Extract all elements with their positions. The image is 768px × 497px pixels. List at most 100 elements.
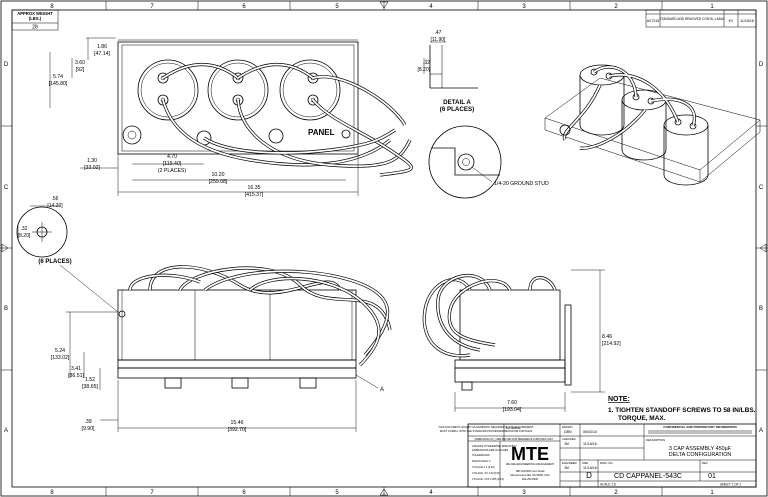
dim-119-40: [119.40] xyxy=(163,161,182,167)
size-label: SIZE xyxy=(582,461,588,465)
dim-259-08: [259.08] xyxy=(209,179,228,185)
tolerance-heading: UNLESS OTHERWISE SPECIFIED xyxy=(472,444,516,448)
hole-dim-14-20: [14.20] xyxy=(47,203,63,209)
description-line-2: DELTA CONFIGURATION xyxy=(669,452,732,458)
material-label: MATERIAL xyxy=(506,426,521,430)
front-view-dimensions: 5.24 [133.02] 3.41 [86.51] 1.52 [38.65] … xyxy=(51,311,357,433)
detail-a-dim-47: .47 xyxy=(435,30,442,36)
hole-dim-32: .32 xyxy=(21,226,28,232)
tolerance-line-5: X PLACE .XX ±.03 [0.8] xyxy=(472,471,500,475)
tolerance-line-3: FRACTIONAL ± xyxy=(472,459,491,463)
col-label-6-bottom: 6 xyxy=(242,490,246,496)
row-label-d: D xyxy=(4,62,9,68)
zone-labels: 8 7 6 5 4 3 2 1 8 7 6 5 4 3 2 1 D C B A … xyxy=(4,4,764,496)
title-block: THIS DOCUMENT, EXCEPT AS HEREWITH REQUIR… xyxy=(439,423,757,488)
description-label: DESCRIPTION xyxy=(646,438,665,442)
approx-weight-value: 28 xyxy=(32,25,38,31)
front-view-cables xyxy=(128,265,392,367)
dim-9-90: [9.90] xyxy=(82,426,96,432)
panel-label: PANEL xyxy=(308,128,335,137)
address-line-2: Menomonee Falls, WI 53051 USA xyxy=(510,473,549,477)
dim-1-30: 1.30 xyxy=(87,158,97,164)
logo-text: MTE xyxy=(511,444,549,464)
detail-a-dim-32: .32 xyxy=(423,60,430,66)
row-label-a-right: A xyxy=(759,428,763,434)
address-line-1: N83 W13330 Leon Road xyxy=(516,469,545,473)
revision-by: EV xyxy=(729,19,734,23)
dim-5-24: 5.24 xyxy=(55,348,65,354)
dim-15-46: 15.46 xyxy=(231,420,244,426)
dwg-no-label: DWG. NO. xyxy=(600,461,614,465)
note-line-2: TORQUE, MAX. xyxy=(618,415,666,422)
size-value: D xyxy=(586,471,592,480)
engineer-label: ENGINEER xyxy=(562,461,577,465)
tolerance-line-6: 3 PLACE .XXX ±.005 [0.13] xyxy=(472,477,504,481)
note-line-1: 1. TIGHTEN STANDOFF SCREWS TO 58 IN/LBS. xyxy=(608,407,756,414)
rev-value: 01 xyxy=(708,473,716,480)
dim-39: .39 xyxy=(84,419,91,425)
dwg-no-value: CD CAPPANEL-543C xyxy=(614,473,682,480)
col-label-5-bottom: 5 xyxy=(335,490,339,496)
rev-label: REV xyxy=(702,461,708,465)
hole-detail: .56 [14.20] .32 [8.20] (6 PLACES) xyxy=(16,196,119,313)
ground-stud-note: 1/4-20 GROUND STUD xyxy=(494,181,549,187)
legal-line-3: DIMENSIONS IN ( ) ARE MM AND FOR REFEREN… xyxy=(475,438,554,441)
dim-3-41: 3.41 xyxy=(71,366,81,372)
revision-date: 11/18/16 xyxy=(740,19,754,23)
col-label-7: 7 xyxy=(150,4,154,10)
dim-86-51: [86.51] xyxy=(68,373,84,379)
dim-133-02: [133.02] xyxy=(51,355,70,361)
notes: NOTE: 1. TIGHTEN STANDOFF SCREWS TO 58 I… xyxy=(608,396,756,422)
checked-date: 11/18/16 xyxy=(583,442,597,446)
iso-capacitor-3 xyxy=(663,114,709,186)
col-label-8: 8 xyxy=(50,4,54,10)
col-label-5: 5 xyxy=(335,4,339,10)
front-view: A 5.24 [133.02] 3.41 [86.51] 1.52 [38.65… xyxy=(51,265,392,433)
isometric-view xyxy=(544,64,761,186)
approx-weight-box: APPROX WEIGHT (LBS.) 28 xyxy=(11,9,59,31)
approx-weight-unit: (LBS.) xyxy=(29,16,42,21)
col-label-6: 6 xyxy=(242,4,246,10)
drawn-label: DRAWN xyxy=(562,425,572,429)
sheet-value: SHEET 1 OF 1 xyxy=(720,483,741,487)
checked-by: JM xyxy=(564,442,569,446)
dim-214-92: [214.92] xyxy=(602,341,621,347)
col-label-2-bottom: 2 xyxy=(614,490,618,496)
side-view: 8.46 [214.92] 7.60 [193.04] xyxy=(422,269,621,413)
col-label-3: 3 xyxy=(522,4,526,10)
detail-a: .47 [11.90] .32 [8.20] DETAIL A (6 PLACE… xyxy=(417,30,549,199)
row-label-d-right: D xyxy=(759,62,764,68)
revision-description: STANDARD AND REMOVED CONTA. LABLE xyxy=(659,17,724,21)
dim-145-80: [145.80] xyxy=(49,81,68,87)
col-label-8-bottom: 8 xyxy=(50,490,54,496)
row-label-a: A xyxy=(4,428,8,434)
drawn-date: 06/03/10 xyxy=(583,430,597,434)
dim-193-04: [193.04] xyxy=(503,407,522,413)
engineer-date: 11/18/16 xyxy=(583,466,597,470)
callout-a: A xyxy=(380,387,384,393)
col-label-2: 2 xyxy=(614,4,618,10)
dim-7-60: 7.60 xyxy=(507,400,517,406)
dim-2-places: (2 PLACES) xyxy=(158,168,187,174)
top-view-dimensions: 1.86 [47.14] 3.60 [92] 5.74 [145.80] 1.3… xyxy=(49,37,359,198)
revision-number: A07315 xyxy=(647,19,659,23)
logo-subtitle: WE ARE ENGINEERING MANAGEMENT xyxy=(506,462,555,466)
detail-a-dim-8-20: [8.20] xyxy=(417,67,430,73)
col-label-4-bottom: 4 xyxy=(429,490,433,496)
dim-5-74: 5.74 xyxy=(53,74,63,80)
tolerance-line-4: X PLACE ±.1 [2.54] xyxy=(472,465,495,469)
checked-label: CHECKED xyxy=(562,437,576,441)
top-view-cables xyxy=(161,62,413,177)
scale-value: SCALE 1:6 xyxy=(600,483,616,487)
dim-392-70: [392.70] xyxy=(228,427,247,433)
hole-six-places: (6 PLACES) xyxy=(38,259,71,265)
description-line-1: 3 CAP ASSEMBLY 450µF xyxy=(669,446,732,452)
dim-16-35: 16.35 xyxy=(248,185,261,191)
capacitor-2 xyxy=(207,59,269,121)
row-label-c-right: C xyxy=(759,185,764,191)
note-heading: NOTE: xyxy=(608,396,630,403)
dim-92: [92] xyxy=(76,67,85,73)
col-label-7-bottom: 7 xyxy=(150,490,154,496)
detail-a-title: DETAIL A xyxy=(443,99,471,106)
dim-4-70: 4.70 xyxy=(167,154,177,160)
